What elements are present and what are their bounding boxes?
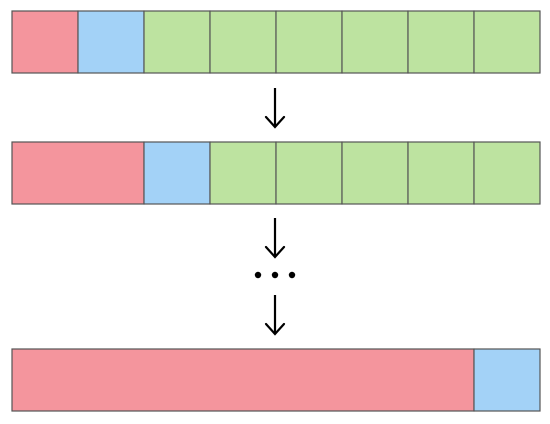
current-segment (143, 141, 211, 205)
unsorted-segment (209, 10, 277, 74)
arrow-down-icon (264, 295, 286, 336)
current-segment (77, 10, 145, 74)
ellipsis-icon (254, 271, 296, 279)
unsorted-segment (407, 141, 475, 205)
arrow-down-icon (264, 88, 286, 129)
array-row-1 (11, 10, 541, 74)
unsorted-segment (341, 141, 409, 205)
unsorted-segment (473, 141, 541, 205)
sorted-segment (11, 348, 475, 412)
current-segment (473, 348, 541, 412)
unsorted-segment (473, 10, 541, 74)
array-row-2 (11, 141, 541, 205)
unsorted-segment (275, 10, 343, 74)
array-row-3 (11, 348, 541, 412)
unsorted-segment (341, 10, 409, 74)
sorted-segment (11, 10, 79, 74)
unsorted-segment (407, 10, 475, 74)
unsorted-segment (275, 141, 343, 205)
unsorted-segment (209, 141, 277, 205)
unsorted-segment (143, 10, 211, 74)
sorted-segment (11, 141, 145, 205)
arrow-down-icon (264, 218, 286, 259)
